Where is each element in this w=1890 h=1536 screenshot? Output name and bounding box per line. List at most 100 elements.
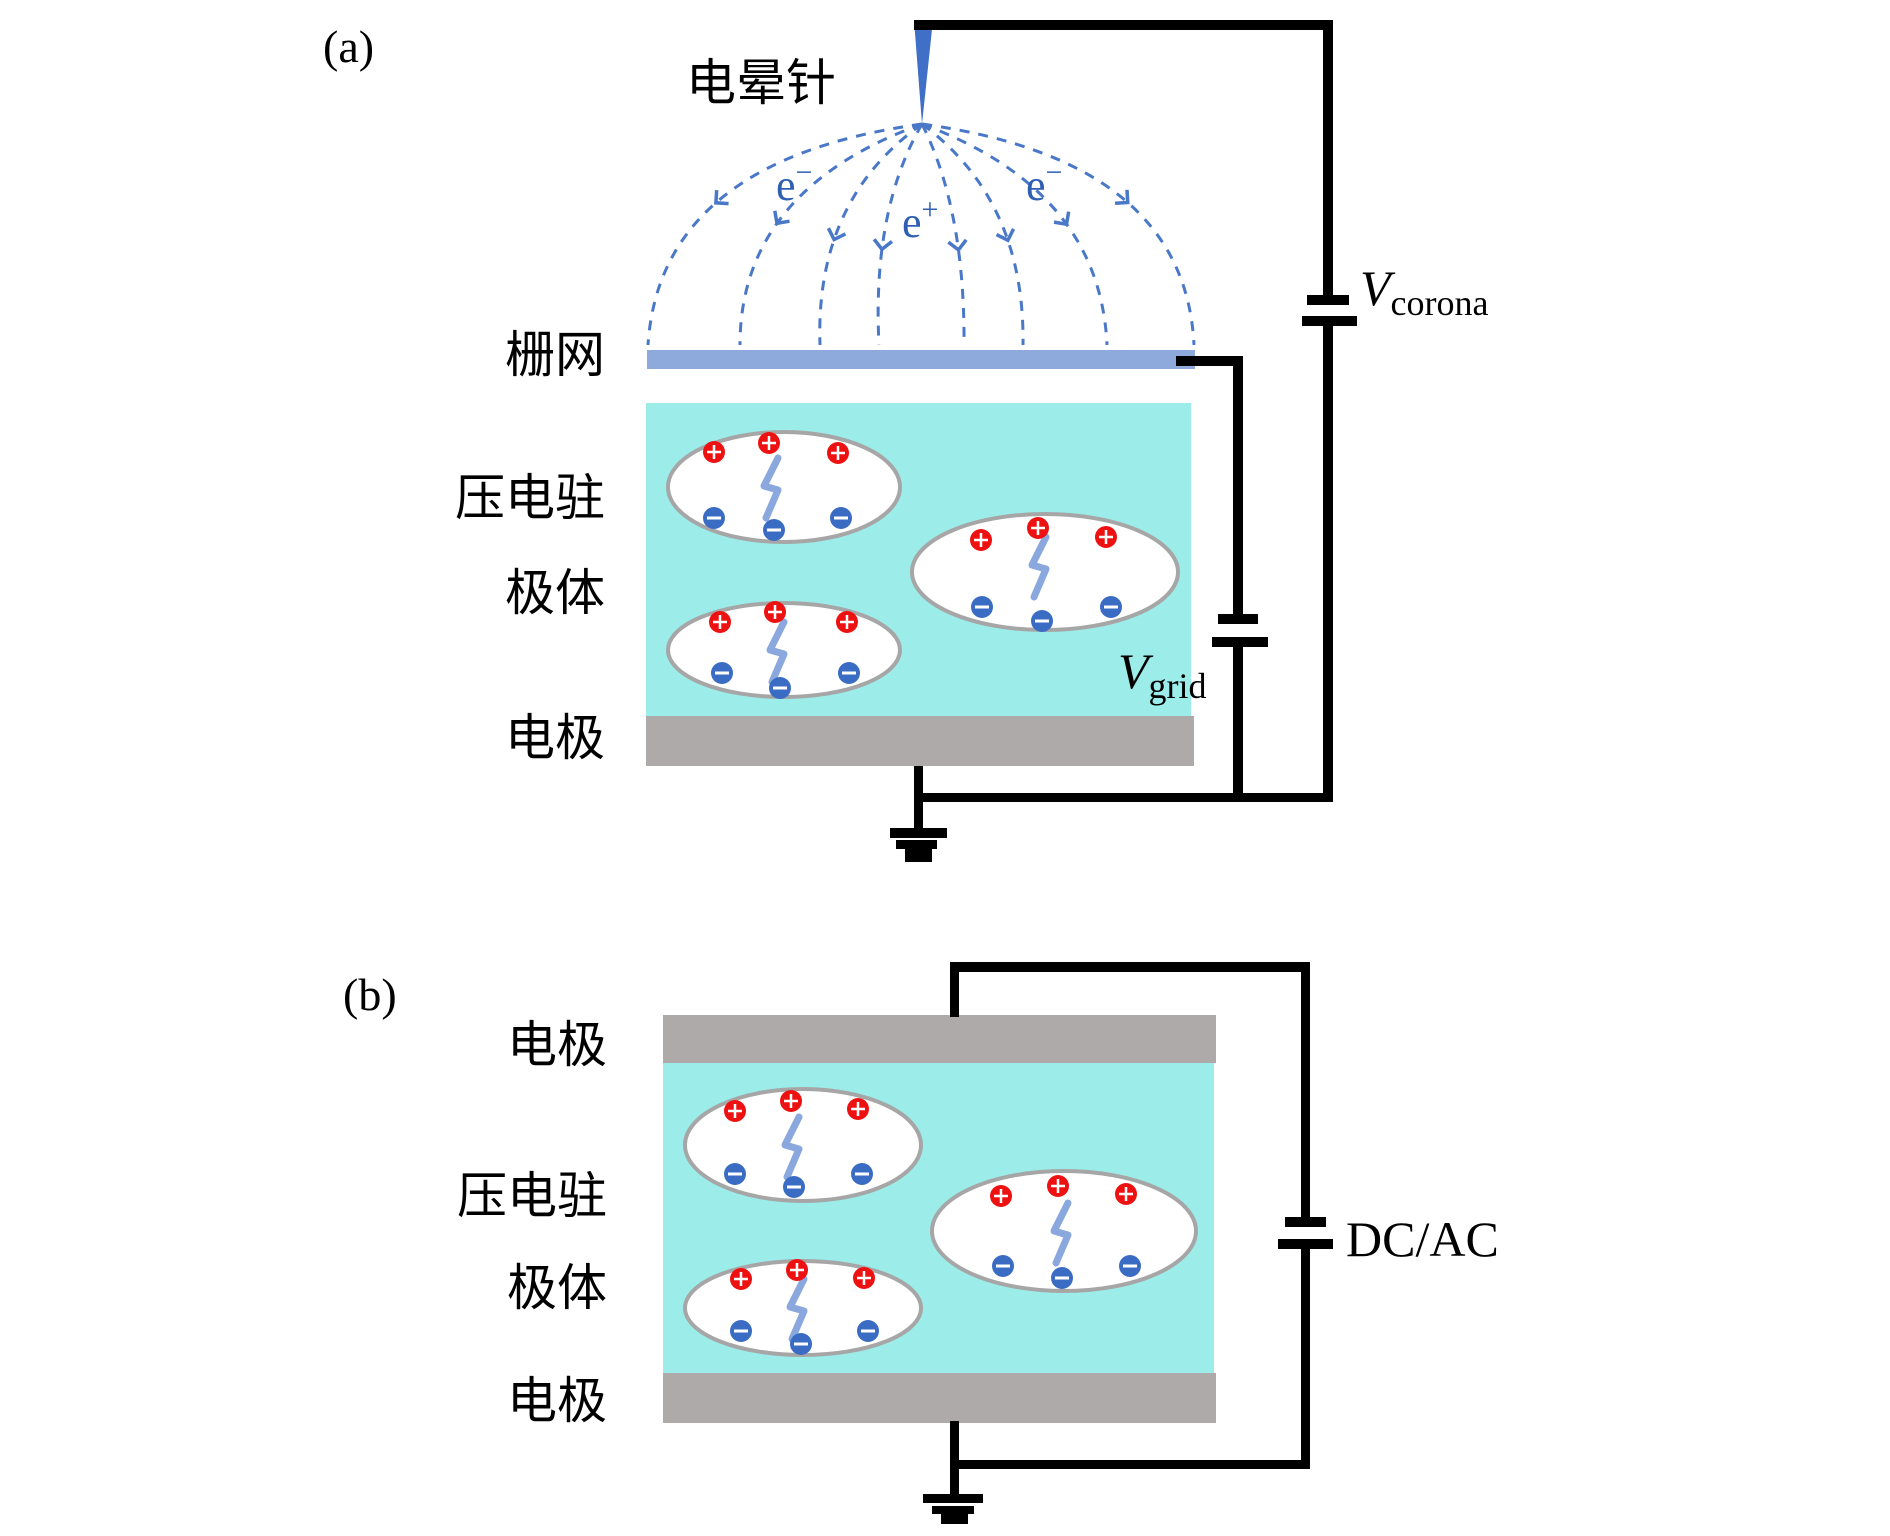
negative-charge-icon <box>730 1320 752 1342</box>
positive-charge-icon <box>836 611 858 633</box>
wire-grid-upper <box>1233 356 1243 618</box>
negative-charge-icon <box>838 662 860 684</box>
positive-charge-icon <box>853 1267 875 1289</box>
capacitor-plate <box>1285 1217 1326 1227</box>
bottom-electrode <box>663 1373 1216 1423</box>
dipole-domain <box>683 1087 923 1203</box>
polarization-bolt-icon <box>760 454 782 522</box>
dipole-domain <box>666 430 902 544</box>
ground-icon <box>941 1514 968 1524</box>
positive-charge-icon <box>1027 517 1049 539</box>
positive-charge-icon <box>703 441 725 463</box>
top-electrode-label: 电极 <box>507 1016 607 1074</box>
capacitor-plate <box>1307 295 1349 305</box>
negative-charge-icon <box>703 507 725 529</box>
carrier-label-left: e− <box>776 156 812 210</box>
field-line <box>920 123 966 346</box>
wire-bottom <box>914 793 1333 802</box>
electret-label-line2: 极体 <box>505 564 605 622</box>
positive-charge-icon <box>827 442 849 464</box>
field-arrow-icon <box>1114 189 1130 206</box>
positive-charge-icon <box>764 601 786 623</box>
wire-top-lead <box>950 962 959 1017</box>
polarization-bolt-icon <box>1028 533 1050 601</box>
positive-charge-icon <box>786 1259 808 1281</box>
negative-charge-icon <box>992 1255 1014 1277</box>
polarization-bolt-icon <box>786 1275 808 1343</box>
corona-needle-icon <box>914 20 933 124</box>
bottom-electrode <box>646 716 1194 766</box>
field-arrow-icon <box>826 227 847 242</box>
v-grid-label: Vgrid <box>1118 643 1207 706</box>
panel-b: (b) 电极 压电驻 极体 电极 DC/AC <box>343 962 1499 1524</box>
negative-charge-icon <box>857 1320 879 1342</box>
wire-top <box>950 962 1310 972</box>
electrode-label: 电极 <box>505 709 605 767</box>
capacitor-plate <box>1218 614 1258 624</box>
negative-charge-icon <box>783 1176 805 1198</box>
carrier-label-center: e+ <box>902 193 938 247</box>
positive-charge-icon <box>970 529 992 551</box>
dc-ac-source-label: DC/AC <box>1346 1211 1499 1267</box>
negative-charge-icon <box>769 677 791 699</box>
field-line <box>646 122 923 346</box>
negative-charge-icon <box>851 1163 873 1185</box>
wire-bottom <box>950 1460 1310 1469</box>
wire-source-lower <box>1301 1239 1310 1469</box>
wire-corona-lower <box>1323 316 1333 802</box>
positive-charge-icon <box>724 1100 746 1122</box>
field-lines <box>646 122 1196 346</box>
positive-charge-icon <box>990 1185 1012 1207</box>
negative-charge-icon <box>1031 610 1053 632</box>
field-arrow-icon <box>773 210 790 226</box>
field-arrow-icon <box>872 238 894 252</box>
ground-icon <box>932 1506 974 1514</box>
panel-a: (a) 电晕针 栅网 压电驻 极体 电极 e− e+ e− <box>323 20 1489 862</box>
field-arrow-icon <box>714 189 729 206</box>
field-arrow-icon <box>995 228 1016 243</box>
ground-icon <box>896 840 937 849</box>
bottom-electrode-label: 电极 <box>507 1372 607 1430</box>
field-arrow-icon <box>947 238 968 253</box>
positive-charge-icon <box>780 1090 802 1112</box>
top-electrode <box>663 1015 1216 1063</box>
dipole-domain <box>930 1169 1198 1293</box>
negative-charge-icon <box>724 1163 746 1185</box>
positive-charge-icon <box>758 432 780 454</box>
wire-ground <box>950 1421 959 1496</box>
dipole-group <box>666 430 1180 699</box>
positive-charge-icon <box>1047 1175 1069 1197</box>
negative-charge-icon <box>711 662 733 684</box>
wire-top <box>914 20 1333 30</box>
negative-charge-icon <box>790 1333 812 1355</box>
polarization-bolt-icon <box>766 618 788 686</box>
panel-a-label: (a) <box>323 21 374 72</box>
field-line <box>921 122 1196 346</box>
field-line <box>921 122 1025 346</box>
corona-needle-label: 电晕针 <box>686 54 836 112</box>
electret-label-line2: 极体 <box>507 1259 607 1317</box>
wire-corona-upper <box>1323 20 1333 302</box>
circuit-wires <box>923 962 1333 1524</box>
polarization-bolt-icon <box>781 1113 803 1181</box>
negative-charge-icon <box>830 507 852 529</box>
positive-charge-icon <box>730 1268 752 1290</box>
positive-charge-icon <box>1115 1183 1137 1205</box>
field-arrow-icon <box>1053 211 1071 227</box>
circuit-wires <box>890 20 1357 862</box>
grid-label: 栅网 <box>505 326 605 384</box>
panel-b-label: (b) <box>343 969 397 1020</box>
negative-charge-icon <box>1100 596 1122 618</box>
field-line <box>818 122 923 346</box>
field-line <box>876 123 924 346</box>
wire-source-upper <box>1301 962 1310 1220</box>
negative-charge-icon <box>763 519 785 541</box>
dipole-domain <box>910 512 1180 632</box>
ground-icon <box>890 828 947 838</box>
negative-charge-icon <box>1119 1255 1141 1277</box>
negative-charge-icon <box>1051 1267 1073 1289</box>
grid-bar <box>647 350 1195 369</box>
positive-charge-icon <box>847 1098 869 1120</box>
wire-grid-lower <box>1233 637 1243 802</box>
